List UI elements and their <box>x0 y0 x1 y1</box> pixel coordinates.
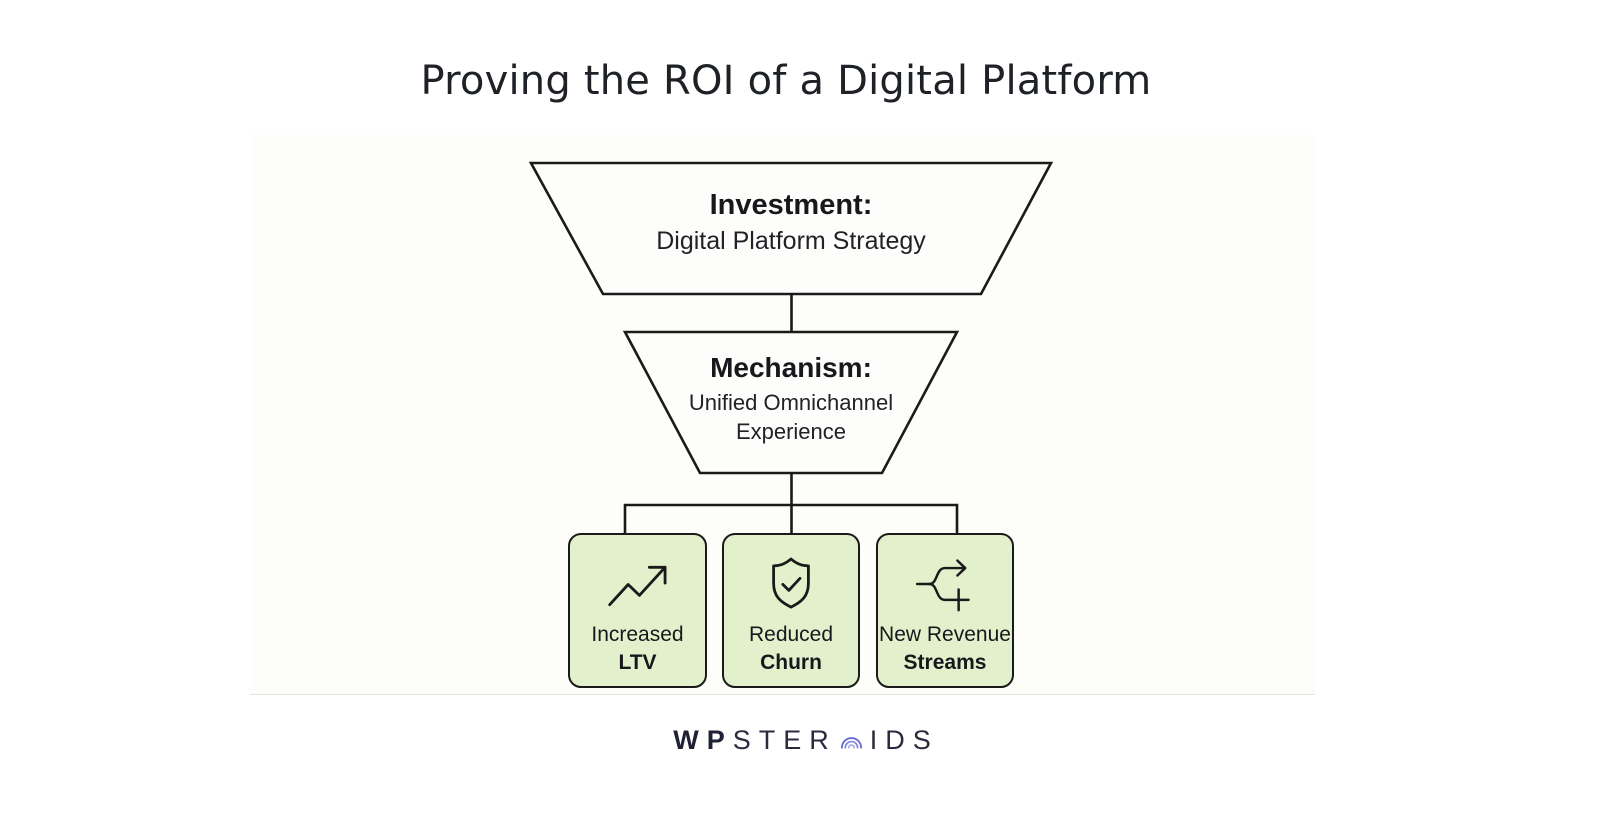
funnel-stage-investment: Investment: Digital Platform Strategy <box>491 186 1091 259</box>
logo-ster-text: STER <box>732 724 837 755</box>
outcome-label-line2: Churn <box>760 651 822 674</box>
shield-check-icon <box>765 553 817 617</box>
funnel-stage-mechanism: Mechanism: Unified Omnichannel Experienc… <box>641 350 941 446</box>
outcome-card-new-revenue-streams: New Revenue Streams <box>876 533 1014 688</box>
outcome-label-line1: Reduced <box>748 623 834 646</box>
outcome-label: Increased LTV <box>591 621 683 677</box>
outcome-label-line2: LTV <box>618 651 657 674</box>
page-title: Proving the ROI of a Digital Platform <box>420 58 1152 104</box>
stage1-subheading: Digital Platform Strategy <box>656 227 926 255</box>
outcome-label: Reduced Churn <box>749 621 833 677</box>
outcome-label: New Revenue Streams <box>879 621 1011 677</box>
outcome-label-line2: Streams <box>903 651 987 674</box>
outcome-label-line1: Increased <box>591 623 684 646</box>
outcome-card-reduced-churn: Reduced Churn <box>722 533 860 688</box>
stage2-subheading: Unified Omnichannel Experience <box>688 390 894 444</box>
trending-up-icon <box>606 553 670 617</box>
outcome-label-line1: New Revenue <box>879 623 1011 646</box>
concentric-arcs-icon <box>839 730 864 751</box>
branch-plus-icon <box>914 553 976 617</box>
stage2-heading: Mechanism: <box>710 352 872 383</box>
outcome-card-increased-ltv: Increased LTV <box>568 533 707 688</box>
stage1-heading: Investment: <box>709 189 873 221</box>
logo-wp-text: WP <box>673 724 733 755</box>
logo-ids-text: IDS <box>869 724 939 755</box>
